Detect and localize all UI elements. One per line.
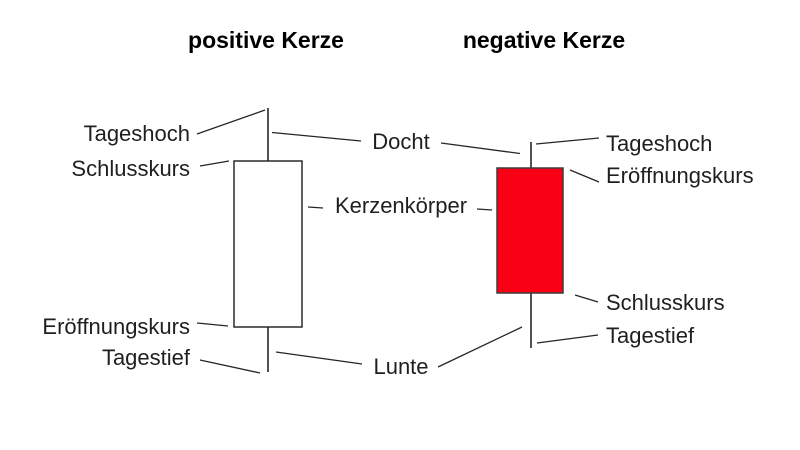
positive-candle: [233, 108, 303, 372]
label-lunte: Lunte: [373, 354, 429, 379]
title-negative-kerze: negative Kerze: [462, 27, 626, 53]
connector-lunte-to-negative: [437, 326, 523, 368]
label-docht: Docht: [372, 129, 430, 154]
label-tageshoch-right: Tageshoch: [606, 131, 713, 156]
label-tagestief-left: Tagestief: [101, 345, 190, 370]
connector-tagestief-left: [199, 359, 261, 374]
label-kerzenkoerper: Kerzenkörper: [334, 193, 468, 218]
connector-docht-to-positive: [271, 131, 362, 142]
label-tageshoch-left: Tageshoch: [83, 121, 190, 146]
connector-eroeffnungskurs-left: [196, 322, 229, 327]
connector-eroeffnungskurs-right: [569, 169, 600, 183]
connector-lunte-to-positive: [275, 351, 363, 365]
connector-tageshoch-right: [535, 137, 600, 145]
connector-tagestief-right: [536, 334, 599, 344]
label-eroeffnungskurs-left: Eröffnungskurs: [42, 314, 190, 339]
label-schlusskurs-right: Schlusskurs: [606, 290, 725, 315]
connector-kerzenkoerper-left-dash: [307, 206, 324, 209]
positive-candle-body: [233, 160, 303, 328]
negative-candle-body: [496, 167, 564, 294]
connector-kerzenkoerper-right-dash: [476, 208, 493, 211]
connector-tageshoch-left: [196, 109, 266, 135]
label-schlusskurs-left: Schlusskurs: [71, 156, 190, 181]
label-tagestief-right: Tagestief: [606, 323, 695, 348]
connector-lines: [196, 109, 600, 374]
negative-candle: [496, 142, 564, 348]
connector-schlusskurs-left: [199, 160, 230, 167]
title-positive-kerze: positive Kerze: [188, 27, 344, 53]
connector-docht-to-negative: [440, 142, 521, 155]
label-eroeffnungskurs-right: Eröffnungskurs: [606, 163, 754, 188]
connector-schlusskurs-right: [574, 294, 599, 303]
